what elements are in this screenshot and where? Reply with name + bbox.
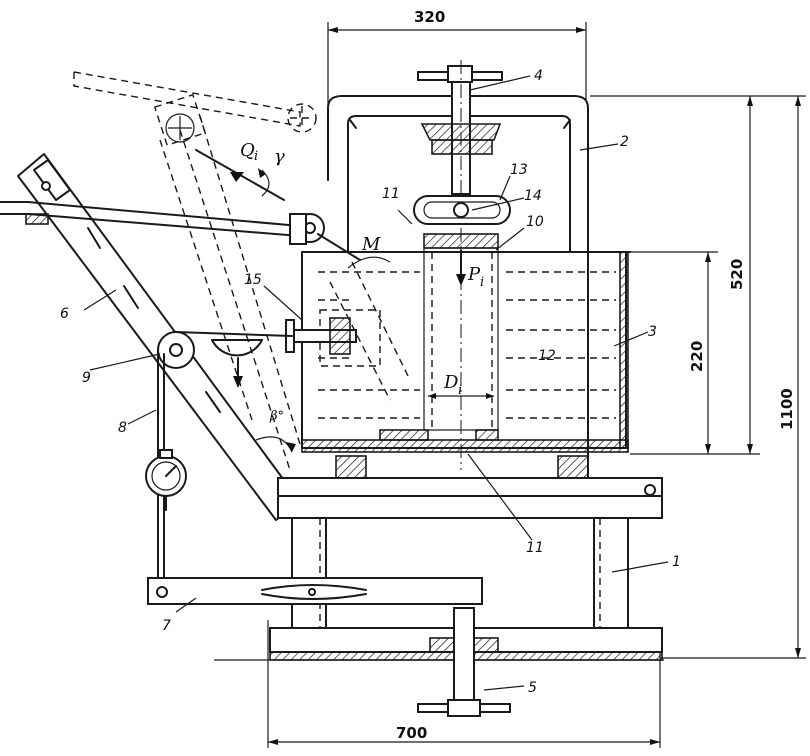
loading-yoke bbox=[413, 195, 511, 249]
symbol-beta: β° bbox=[269, 409, 284, 424]
torque-attachment bbox=[285, 261, 411, 401]
label-9: 9 bbox=[82, 370, 91, 386]
top-screw bbox=[417, 60, 503, 470]
label-2: 2 bbox=[620, 134, 629, 150]
label-7: 7 bbox=[162, 618, 171, 634]
label-13: 13 bbox=[510, 162, 528, 178]
label-10: 10 bbox=[526, 214, 544, 230]
dashed-swung-lever bbox=[73, 71, 317, 471]
dim-height-frame: 520 bbox=[728, 259, 746, 290]
dim-width-base: 700 bbox=[396, 724, 427, 742]
symbol-p: P bbox=[467, 264, 481, 285]
symbol-p-sub: i bbox=[480, 275, 484, 290]
bottom-screw bbox=[417, 607, 511, 717]
lever-arm bbox=[0, 201, 361, 261]
lower-bar bbox=[147, 577, 483, 605]
dim-width-top: 320 bbox=[414, 8, 445, 26]
label-11-top: 11 bbox=[382, 186, 400, 202]
symbol-q: Q bbox=[240, 140, 255, 161]
moment-arc bbox=[347, 256, 391, 269]
symbol-d: D bbox=[443, 372, 459, 393]
label-8: 8 bbox=[118, 420, 127, 436]
leader-lines bbox=[83, 75, 669, 691]
symbol-d-sub: i bbox=[458, 383, 462, 398]
table bbox=[214, 455, 664, 661]
dim-height-tank: 220 bbox=[688, 341, 706, 372]
label-14: 14 bbox=[524, 188, 542, 204]
dimension-lines bbox=[267, 22, 806, 748]
tank bbox=[301, 251, 631, 453]
dim-height-total: 1100 bbox=[778, 388, 796, 430]
label-6: 6 bbox=[60, 306, 69, 322]
label-15: 15 bbox=[244, 272, 262, 288]
label-11-bottom: 11 bbox=[526, 540, 544, 556]
specimen bbox=[423, 247, 499, 431]
symbol-gamma: γ bbox=[274, 146, 285, 167]
label-1: 1 bbox=[672, 554, 681, 570]
symbol-q-sub: i bbox=[254, 149, 258, 164]
symbol-moment: M bbox=[361, 234, 381, 255]
label-4: 4 bbox=[534, 68, 543, 84]
label-12: 12 bbox=[538, 348, 556, 364]
force-q-arrow bbox=[195, 149, 285, 201]
dial-gauge bbox=[145, 449, 187, 511]
label-3: 3 bbox=[648, 324, 657, 340]
label-5: 5 bbox=[528, 680, 537, 696]
